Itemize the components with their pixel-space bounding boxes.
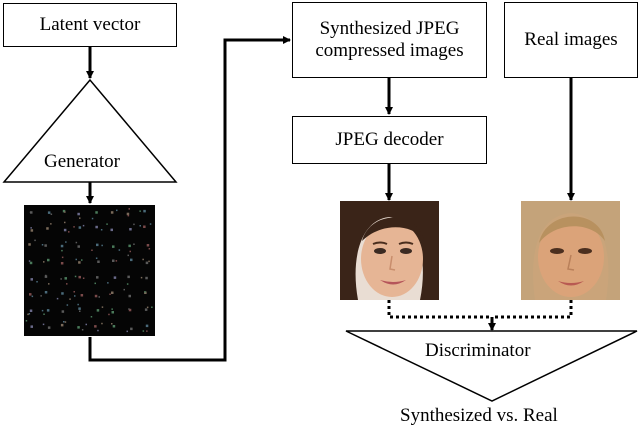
jpeg-decoder-label: JPEG decoder: [335, 129, 444, 150]
synthesized-face-image: [340, 201, 439, 300]
real-images-label: Real images: [524, 29, 618, 50]
dct-coefficient-image: [24, 205, 155, 336]
dotted-connector-real-face: [492, 300, 573, 319]
latent-vector-label: Latent vector: [39, 14, 141, 35]
discriminator-triangle: [345, 330, 638, 402]
real-images-box: Real images: [504, 2, 638, 78]
synthesized-jpeg-label-line1: Synthesized JPEG: [319, 18, 460, 39]
synthesized-jpeg-label-line2: compressed images: [315, 40, 464, 61]
dotted-connector-synth-face: [387, 300, 492, 319]
latent-vector-box: Latent vector: [3, 3, 177, 47]
discriminator-label: Discriminator: [425, 340, 531, 361]
output-label: Synthesized vs. Real: [400, 405, 558, 426]
real-face-image: [521, 201, 620, 300]
arrow-dct-to-synthesized-jpeg: [88, 36, 291, 362]
synthesized-jpeg-box: Synthesized JPEG compressed images: [292, 2, 487, 78]
jpeg-decoder-box: JPEG decoder: [292, 116, 487, 164]
generator-label: Generator: [44, 151, 120, 172]
